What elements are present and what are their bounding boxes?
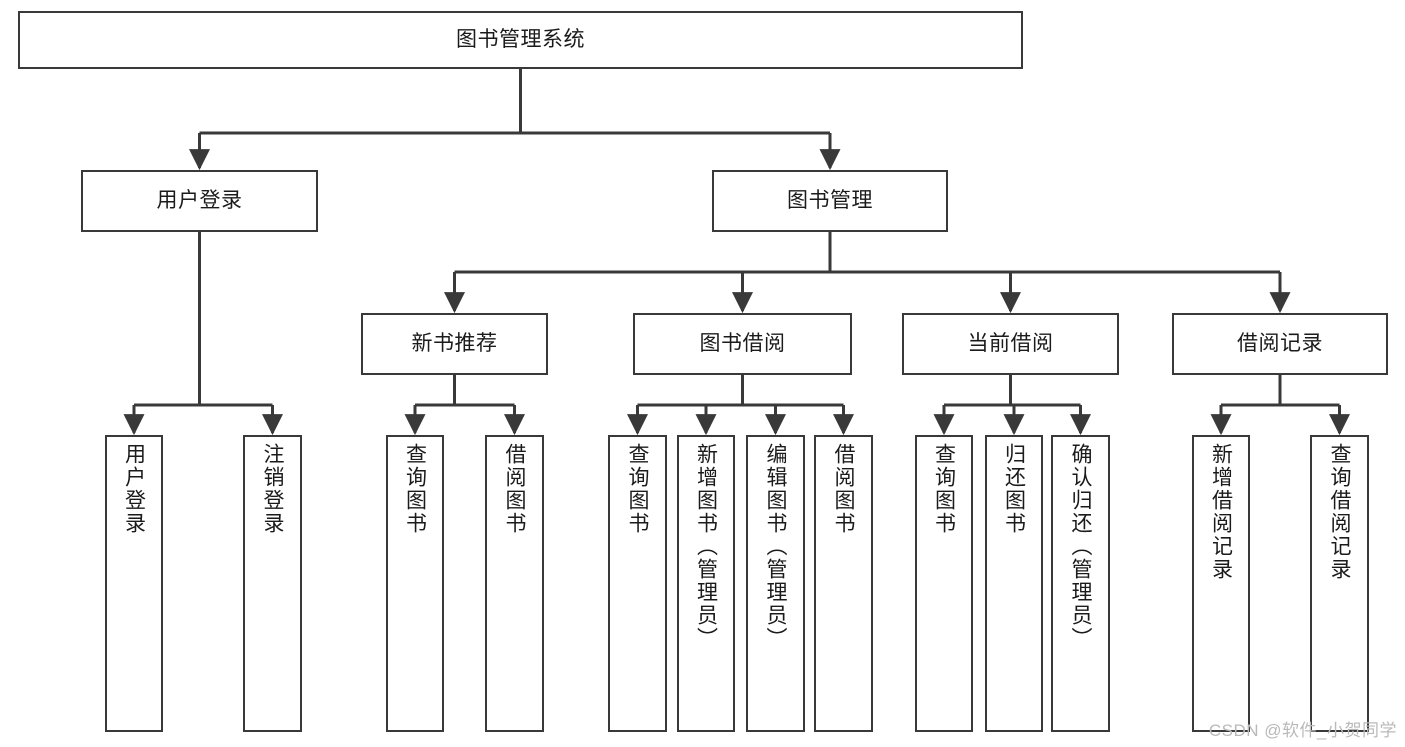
leaf-leaf-user-login[interactable]: 用户登录 — [105, 435, 163, 732]
node-label: 查询图书 — [626, 443, 649, 535]
node-borrow-record[interactable]: 借阅记录 — [1172, 313, 1388, 375]
leaf-leaf-borrow-book-rec[interactable]: 借阅图书 — [485, 435, 544, 732]
node-label: 归还图书 — [1002, 443, 1026, 535]
node-label: 借阅图书 — [832, 443, 855, 535]
watermark-text: CSDN @软件_小贺同学 — [1208, 721, 1397, 740]
node-label: 新书推荐 — [411, 331, 498, 355]
node-label: 新增借阅记录 — [1209, 443, 1233, 581]
leaf-leaf-query-book-bor[interactable]: 查询图书 — [608, 435, 667, 732]
node-label: 确认归还（管理员） — [1069, 443, 1092, 650]
leaf-leaf-query-record[interactable]: 查询借阅记录 — [1310, 435, 1369, 732]
node-label: 借阅图书 — [503, 443, 526, 535]
node-label: 图书借阅 — [699, 331, 786, 355]
node-label: 用户登录 — [122, 443, 146, 535]
node-label: 注销登录 — [261, 443, 284, 535]
leaf-leaf-add-record[interactable]: 新增借阅记录 — [1192, 435, 1250, 732]
leaf-leaf-return-book[interactable]: 归还图书 — [985, 435, 1043, 732]
leaf-leaf-logout[interactable]: 注销登录 — [243, 435, 302, 732]
node-label: 查询图书 — [932, 443, 956, 535]
node-label: 当前借阅 — [967, 331, 1054, 355]
leaf-leaf-query-book-rec[interactable]: 查询图书 — [386, 435, 444, 732]
node-label: 图书管理系统 — [456, 27, 585, 51]
node-label: 查询借阅记录 — [1328, 443, 1351, 581]
node-new-book-recommend[interactable]: 新书推荐 — [361, 313, 548, 375]
node-user-login[interactable]: 用户登录 — [81, 170, 318, 232]
node-label: 图书管理 — [787, 188, 873, 212]
leaf-leaf-confirm-return[interactable]: 确认归还（管理员） — [1051, 435, 1110, 732]
leaf-leaf-borrow-book-bor[interactable]: 借阅图书 — [814, 435, 873, 732]
node-book-borrow[interactable]: 图书借阅 — [633, 313, 852, 375]
node-current-borrow[interactable]: 当前借阅 — [902, 313, 1119, 375]
node-label: 新增图书（管理员） — [694, 443, 718, 650]
node-book-manage[interactable]: 图书管理 — [712, 170, 948, 232]
node-label: 借阅记录 — [1237, 331, 1323, 355]
leaf-leaf-edit-book[interactable]: 编辑图书（管理员） — [746, 435, 805, 732]
node-label: 查询图书 — [403, 443, 427, 535]
node-label: 编辑图书（管理员） — [764, 443, 787, 650]
node-root[interactable]: 图书管理系统 — [18, 11, 1023, 69]
leaf-leaf-add-book[interactable]: 新增图书（管理员） — [677, 435, 735, 732]
leaf-leaf-query-book-cur[interactable]: 查询图书 — [915, 435, 973, 732]
node-label: 用户登录 — [156, 188, 243, 212]
